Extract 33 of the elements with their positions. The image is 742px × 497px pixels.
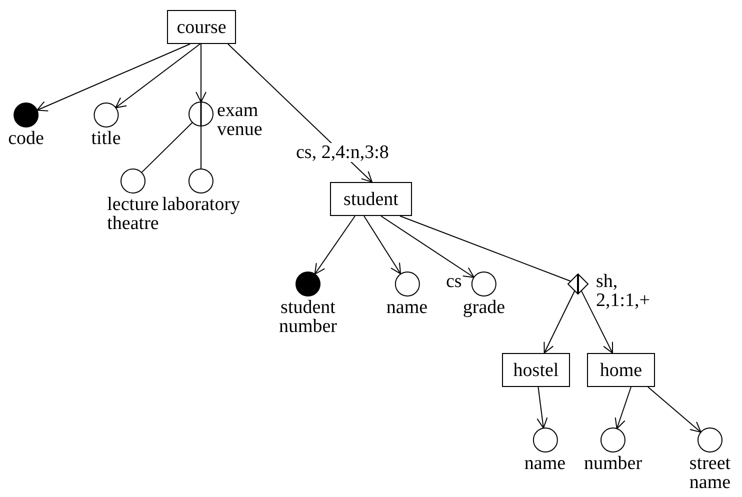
attribute-name: title <box>91 129 121 148</box>
entity-box: student <box>330 182 412 216</box>
edge-label: cs, 2,4:n,3:8 <box>296 143 389 162</box>
annotation-text: sh, 2,1:1,+ <box>596 272 651 310</box>
arrow <box>380 216 474 278</box>
attribute-name: street name <box>688 454 732 492</box>
arrow <box>364 216 402 274</box>
arrow <box>196 44 206 102</box>
attribute-name: number <box>584 454 642 473</box>
attribute-name: grade <box>462 298 506 317</box>
attribute <box>162 168 240 214</box>
arrow <box>614 386 632 430</box>
choice-diamond <box>567 273 589 295</box>
arrow <box>580 290 613 354</box>
attribute-name: name <box>524 454 566 473</box>
arrow <box>544 290 576 354</box>
connector-line <box>200 126 202 170</box>
arrow <box>36 44 190 112</box>
connector-line <box>400 216 572 282</box>
attribute-name: code <box>8 129 44 148</box>
attribute-name: name <box>386 298 428 317</box>
attribute-name: exam venue <box>217 101 264 139</box>
entity-box: home <box>587 353 655 387</box>
entity-box: hostel <box>502 353 570 387</box>
attribute-name: lecture theatre <box>106 195 160 233</box>
attribute <box>462 271 506 317</box>
arrow <box>115 44 200 108</box>
arrow <box>648 386 702 433</box>
attribute-name: laboratory <box>162 195 240 214</box>
arrow <box>314 216 356 275</box>
arrow <box>536 386 548 429</box>
attribute-name: student number <box>278 298 338 336</box>
entity-box: course <box>167 10 236 44</box>
